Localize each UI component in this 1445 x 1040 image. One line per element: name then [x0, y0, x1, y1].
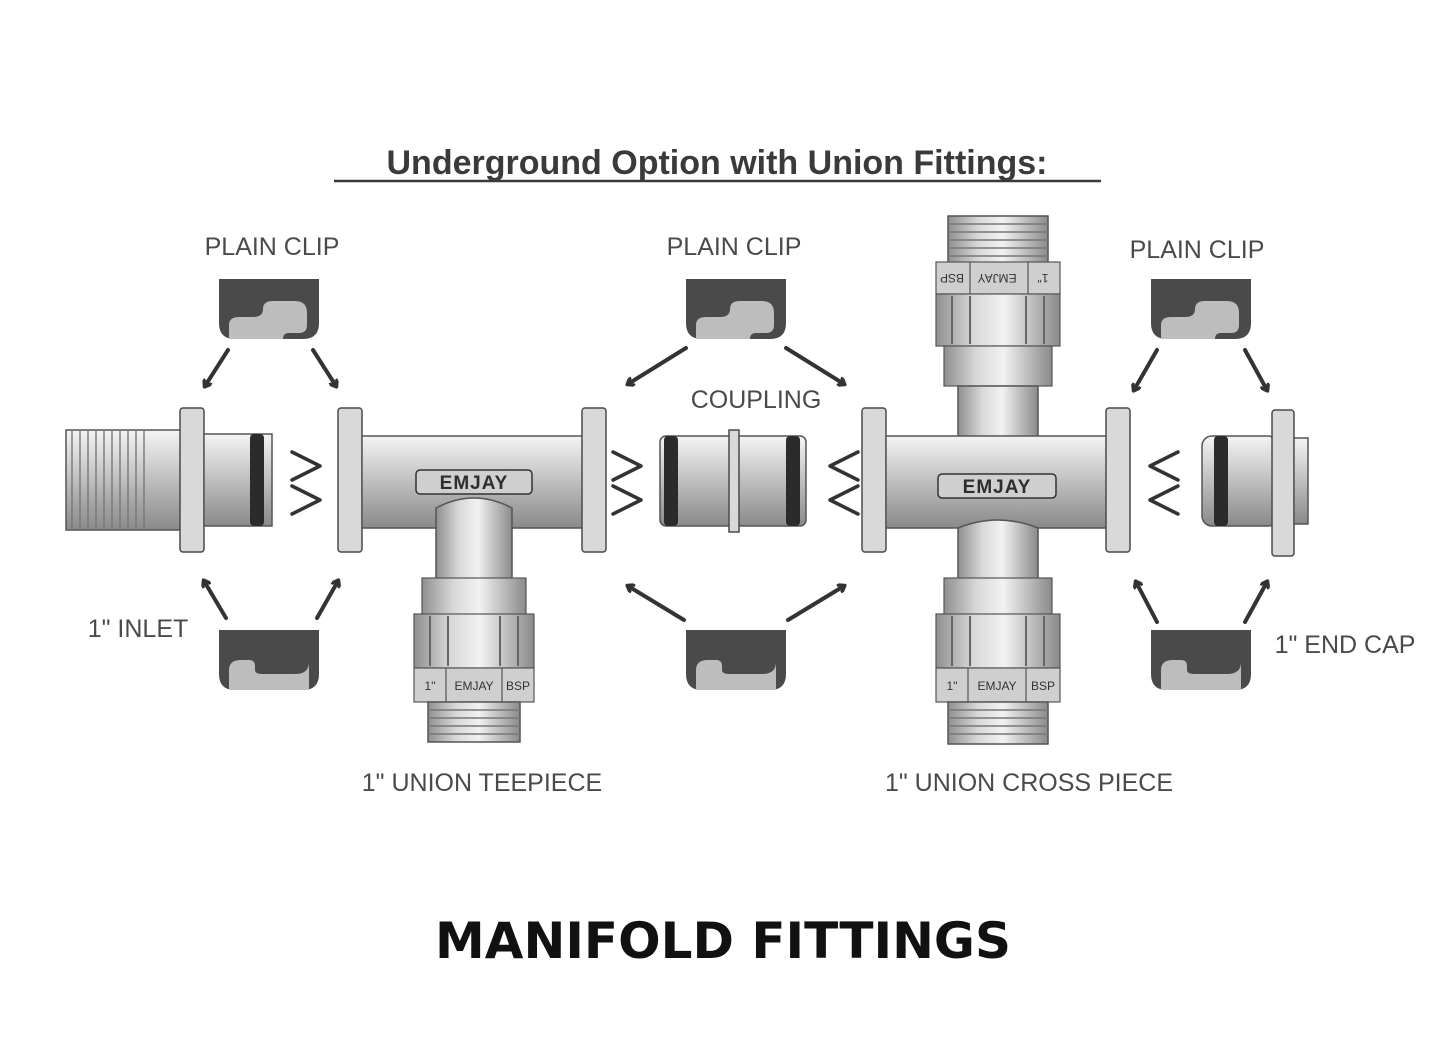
end-cap-label: 1" END CAP — [1275, 631, 1416, 659]
plain-clip-label-left: PLAIN CLIP — [205, 233, 340, 261]
union-cross-piece-label: 1" UNION CROSS PIECE — [885, 769, 1173, 797]
inlet-label: 1" INLET — [88, 615, 189, 643]
union-teepiece-label: 1" UNION TEEPIECE — [362, 769, 602, 797]
footer-title: MANIFOLD FITTINGS — [435, 912, 1011, 970]
inlet-fitting — [65, 407, 273, 553]
clip-arrows — [204, 346, 1267, 624]
cross-bottom-plate-thread: BSP — [1031, 679, 1055, 693]
tee-plate-thread: BSP — [506, 679, 530, 693]
cross-bottom-plate-brand: EMJAY — [977, 679, 1016, 693]
union-cross-piece — [861, 215, 1131, 745]
cross-bottom-plate-size: 1" — [947, 679, 958, 693]
inlet-threads — [71, 430, 145, 530]
cross-top-plate-thread: BSP — [940, 271, 964, 285]
tee-plate-brand: EMJAY — [454, 679, 493, 693]
diagram-heading: Underground Option with Union Fittings: — [387, 144, 1048, 182]
cross-top-plate-brand: EMJAY — [977, 271, 1016, 285]
plain-clip-top-middle — [686, 279, 786, 339]
coupling-label: COUPLING — [691, 386, 822, 414]
tee-plate-size: 1" — [425, 679, 436, 693]
plain-clip-top-right — [1151, 279, 1251, 339]
cross-brand-mark: EMJAY — [963, 477, 1032, 498]
coupling-fitting — [659, 429, 807, 533]
plain-clip-bottom-left — [219, 630, 319, 690]
union-teepiece — [337, 407, 607, 743]
tee-brand-mark: EMJAY — [440, 473, 509, 494]
plain-clip-bottom-middle — [686, 630, 786, 690]
plain-clip-bottom-right — [1151, 630, 1251, 690]
push-chevrons — [290, 450, 1180, 516]
end-cap-fitting — [1201, 409, 1309, 557]
plain-clip-top-left — [219, 279, 319, 339]
plain-clip-label-right: PLAIN CLIP — [1130, 236, 1265, 264]
cross-top-plate-size: 1" — [1038, 271, 1049, 285]
plain-clip-label-middle: PLAIN CLIP — [667, 233, 802, 261]
